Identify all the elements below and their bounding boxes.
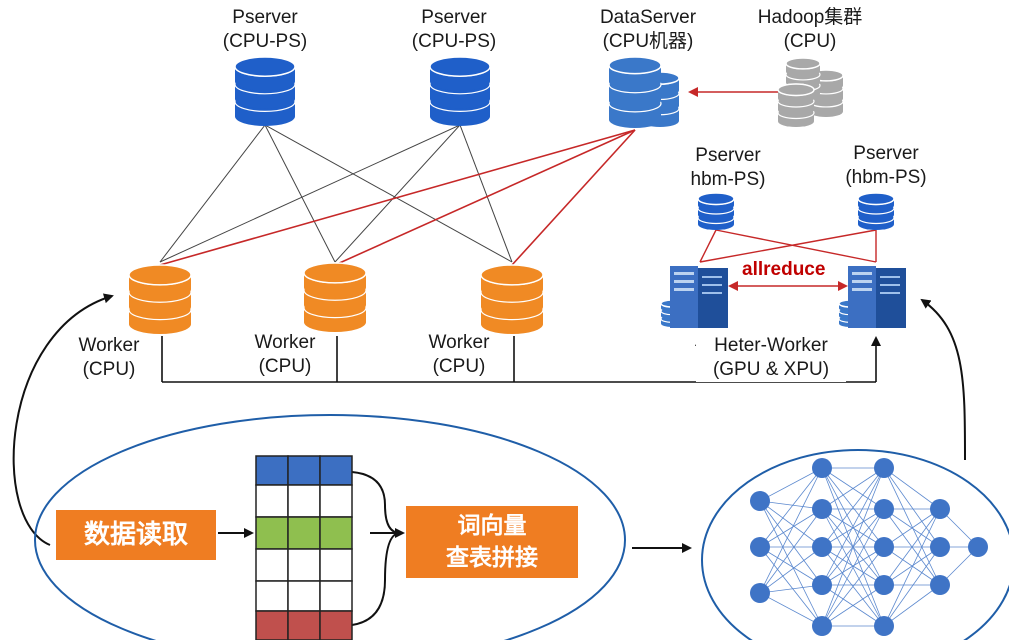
pserver-cpu-db-icon xyxy=(429,56,491,127)
neural-net-node xyxy=(874,537,894,557)
neural-net-edge xyxy=(883,546,941,586)
neural-net-edge xyxy=(883,467,941,510)
neural-net-nodes xyxy=(750,458,988,636)
neural-net-node xyxy=(750,537,770,557)
neural-net-edges xyxy=(759,467,979,627)
neural-net-edge xyxy=(759,467,823,502)
feed-left-arrow xyxy=(12,293,114,546)
heter-worker-server-icon-right xyxy=(848,266,906,328)
hbm-ps-links xyxy=(699,229,877,263)
allreduce-label: allreduce xyxy=(742,259,826,280)
pserver-hbm-db-icon xyxy=(857,192,895,230)
feed-right-arrow xyxy=(920,298,966,461)
neural-net-edge xyxy=(821,467,885,627)
pserver-cpu-db-icon xyxy=(234,56,296,127)
neural-net-edge xyxy=(883,467,941,548)
neural-net-edge xyxy=(883,467,941,586)
neural-net-node xyxy=(750,583,770,603)
hadoop-db-icon-front xyxy=(777,83,815,127)
pserver-cpu-label-2: Pserver(CPU-PS) xyxy=(411,7,497,52)
dataserver-db-icon xyxy=(608,56,662,128)
worker-label-2: Worker(CPU) xyxy=(254,332,316,377)
neural-net-node xyxy=(874,499,894,519)
neural-net-node xyxy=(812,537,832,557)
neural-net-node xyxy=(968,537,988,557)
neural-net-node xyxy=(874,575,894,595)
neural-net-edge xyxy=(759,546,823,586)
neural-net-edge xyxy=(821,584,885,627)
neural-net-edge xyxy=(759,500,823,548)
neural-net-node xyxy=(812,458,832,478)
neural-net-node xyxy=(750,491,770,511)
worker-db-icon xyxy=(303,262,367,332)
neural-net-edge xyxy=(821,508,885,627)
neural-net-node xyxy=(930,537,950,557)
pserver-hbm-db-icon xyxy=(697,192,735,230)
worker-db-icon xyxy=(128,264,192,334)
dataserver-label: DataServer(CPU机器) xyxy=(599,7,697,52)
pserver-cpu-label-1: Pserver(CPU-PS) xyxy=(222,7,308,52)
neural-net-edge xyxy=(821,467,885,586)
neural-net-edge xyxy=(759,584,823,594)
neural-net-edge xyxy=(883,584,941,627)
pserver-hbm-label-2: Pserver(hbm-PS) xyxy=(845,143,927,188)
table-merge-curves xyxy=(351,471,401,626)
neural-net-ellipse xyxy=(701,449,1009,640)
neural-net-edge xyxy=(759,500,823,586)
neural-net-edge xyxy=(883,508,941,586)
neural-net-edge xyxy=(759,546,823,627)
data-pipeline-ellipse xyxy=(34,414,626,640)
neural-net-node xyxy=(930,575,950,595)
embedding-lookup-box: 词向量 查表拼接 xyxy=(406,506,578,578)
neural-net-edge xyxy=(821,546,885,627)
neural-net-edge xyxy=(759,467,823,548)
heter-worker-server-icon-left xyxy=(670,266,728,328)
neural-net-node xyxy=(812,575,832,595)
neural-net-edge xyxy=(821,546,885,586)
neural-net-edge xyxy=(759,546,823,594)
neural-net-edge xyxy=(759,500,823,627)
neural-net-edge xyxy=(821,467,885,548)
neural-net-node xyxy=(930,499,950,519)
hadoop-label: Hadoop集群(CPU) xyxy=(757,7,863,52)
neural-net-node xyxy=(812,499,832,519)
neural-net-edge xyxy=(759,508,823,594)
neural-net-edge xyxy=(759,508,823,548)
neural-net-edge xyxy=(759,592,823,627)
neural-net-edge xyxy=(759,467,823,594)
neural-net-edge xyxy=(821,467,885,510)
data-read-box: 数据读取 xyxy=(56,510,216,560)
neural-net-edge xyxy=(821,508,885,548)
ps-worker-links xyxy=(159,124,513,263)
heter-worker-label: Heter-Worker(GPU & XPU) xyxy=(696,334,846,382)
neural-net-edge xyxy=(883,508,941,627)
worker-label-1: Worker(CPU) xyxy=(78,335,140,380)
dataserver-worker-links xyxy=(159,129,636,266)
neural-net-edge xyxy=(883,508,941,548)
worker-db-icon xyxy=(480,264,544,334)
worker-label-3: Worker(CPU) xyxy=(428,332,490,377)
neural-net-node xyxy=(812,616,832,636)
neural-net-node xyxy=(874,458,894,478)
neural-net-edge xyxy=(759,500,823,510)
neural-net-node xyxy=(874,616,894,636)
embedding-table xyxy=(255,455,353,640)
neural-net-edge xyxy=(883,546,941,627)
